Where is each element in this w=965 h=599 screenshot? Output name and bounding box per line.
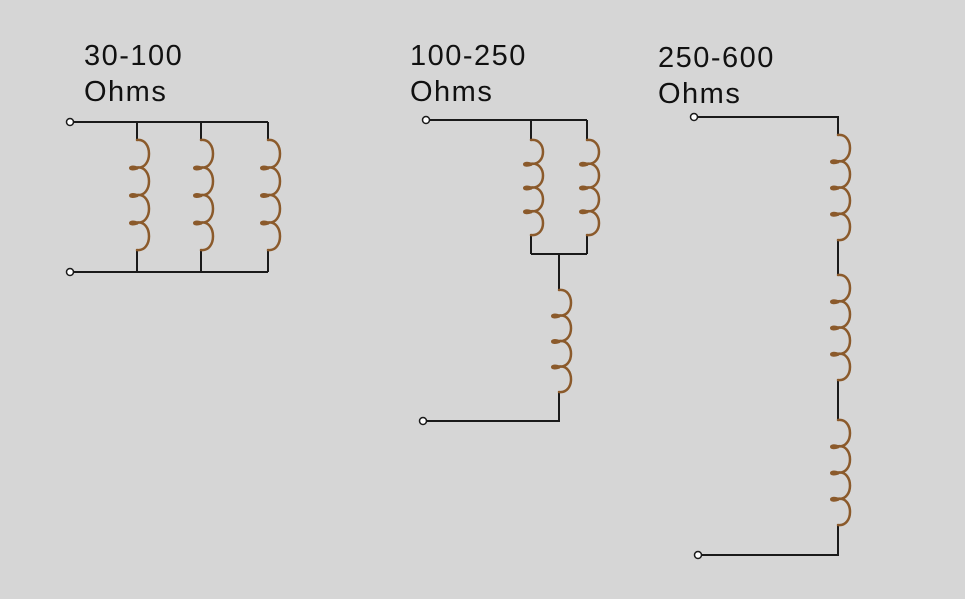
inductor-coil <box>523 138 545 237</box>
range-label: 250-600 <box>658 42 775 74</box>
inductor-coil <box>260 138 282 252</box>
terminal-bottom <box>418 416 428 426</box>
series-parallel-circuit <box>418 115 601 426</box>
unit-label: Ohms <box>84 76 168 108</box>
range-label: 100-250 <box>410 40 527 72</box>
terminal-bottom <box>65 267 75 277</box>
range-label: 30-100 <box>84 40 184 72</box>
series-circuit <box>689 112 852 560</box>
lead-wire <box>701 525 839 556</box>
config-label-series: 250-600 Ohms <box>658 40 775 112</box>
inductor-coil <box>830 133 852 242</box>
inductor-coil <box>193 138 215 252</box>
lead-wire <box>697 116 839 135</box>
link-wire <box>426 254 560 422</box>
config-label-series-parallel: 100-250 Ohms <box>410 38 527 110</box>
inductor-coil <box>579 138 601 237</box>
inductor-coil <box>830 273 852 382</box>
terminal-top <box>421 115 431 125</box>
parallel-circuit <box>65 117 282 277</box>
inductor-coil <box>830 418 852 527</box>
terminal-top <box>65 117 75 127</box>
inductor-coil <box>551 288 573 394</box>
unit-label: Ohms <box>658 78 742 110</box>
terminal-top <box>689 112 699 122</box>
config-label-parallel: 30-100 Ohms <box>84 38 183 110</box>
inductor-coil <box>129 138 151 252</box>
terminal-bottom <box>693 550 703 560</box>
unit-label: Ohms <box>410 76 494 108</box>
